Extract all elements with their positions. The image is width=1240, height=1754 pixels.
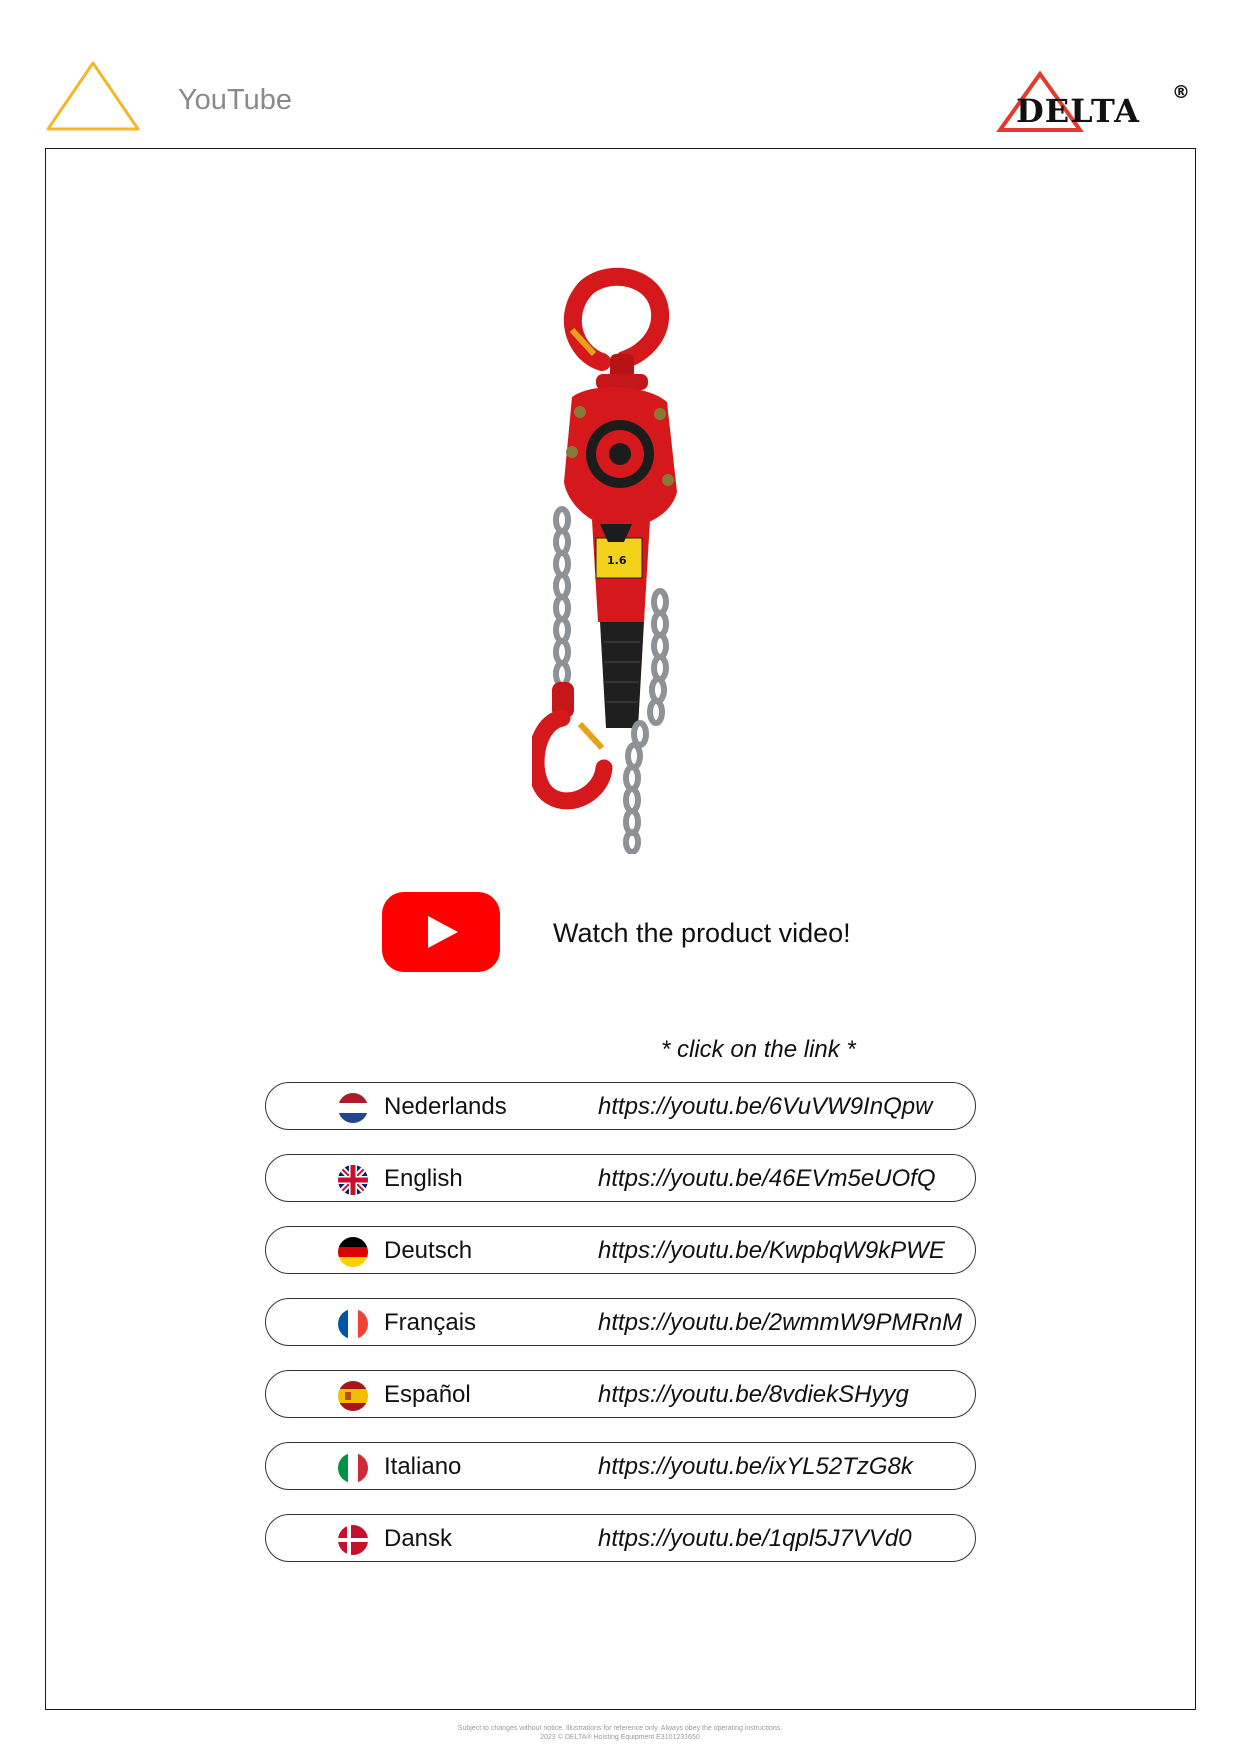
warning-triangle-icon	[46, 61, 140, 131]
language-name: Deutsch	[384, 1237, 473, 1264]
svg-text:1.6: 1.6	[607, 554, 627, 567]
language-row-espanol[interactable]: Español https://youtu.be/8vdiekSHyyg	[265, 1370, 976, 1418]
video-link[interactable]: https://youtu.be/6VuVW9InQpw	[598, 1093, 933, 1120]
video-link[interactable]: https://youtu.be/8vdiekSHyyg	[598, 1381, 909, 1408]
flag-dk-icon	[338, 1525, 368, 1555]
brand-text: DELTA	[1016, 92, 1140, 130]
language-name: Italiano	[384, 1453, 462, 1480]
video-link[interactable]: https://youtu.be/2wmmW9PMRnM	[598, 1309, 963, 1336]
language-row-nederlands[interactable]: Nederlands https://youtu.be/6VuVW9InQpw	[265, 1082, 976, 1130]
flag-fr-icon	[338, 1309, 368, 1339]
youtube-play-button[interactable]	[382, 892, 500, 972]
click-hint: * click on the link *	[661, 1036, 856, 1063]
delta-logo: DELTA ®	[996, 70, 1206, 134]
language-name: Español	[384, 1381, 471, 1408]
brand-registered-mark: ®	[1172, 82, 1190, 103]
footer-disclaimer: Subject to changes without notice. Illus…	[457, 1725, 783, 1732]
language-row-dansk[interactable]: Dansk https://youtu.be/1qpl5J7VVd0	[265, 1514, 976, 1562]
language-row-francais[interactable]: Français https://youtu.be/2wmmW9PMRnM	[265, 1298, 976, 1346]
content-frame	[45, 148, 1196, 1710]
youtube-play-icon	[428, 916, 458, 948]
video-link[interactable]: https://youtu.be/ixYL52TzG8k	[598, 1453, 913, 1480]
flag-de-icon	[338, 1237, 368, 1267]
language-name: English	[384, 1165, 463, 1192]
video-link[interactable]: https://youtu.be/KwpbqW9kPWE	[598, 1237, 945, 1264]
footer-copyright: 2023 © DELTA® Hoisting Equipment E310123…	[540, 1734, 700, 1741]
lever-hoist-image: 1.6	[532, 267, 677, 854]
language-name: Français	[384, 1309, 477, 1336]
flag-nl-icon	[338, 1093, 368, 1123]
video-link[interactable]: https://youtu.be/1qpl5J7VVd0	[598, 1525, 912, 1552]
flag-it-icon	[338, 1453, 368, 1483]
video-link[interactable]: https://youtu.be/46EVm5eUOfQ	[598, 1165, 936, 1192]
flag-es-icon	[338, 1381, 368, 1411]
footer: Subject to changes without notice. Illus…	[0, 1724, 1240, 1742]
language-row-english[interactable]: English https://youtu.be/46EVm5eUOfQ	[265, 1154, 976, 1202]
language-row-italiano[interactable]: Italiano https://youtu.be/ixYL52TzG8k	[265, 1442, 976, 1490]
watch-video-text: Watch the product video!	[553, 918, 851, 948]
language-name: Nederlands	[384, 1093, 507, 1120]
language-name: Dansk	[384, 1525, 453, 1552]
page-title: YouTube	[178, 84, 292, 116]
flag-gb-icon	[338, 1165, 368, 1195]
language-row-deutsch[interactable]: Deutsch https://youtu.be/KwpbqW9kPWE	[265, 1226, 976, 1274]
